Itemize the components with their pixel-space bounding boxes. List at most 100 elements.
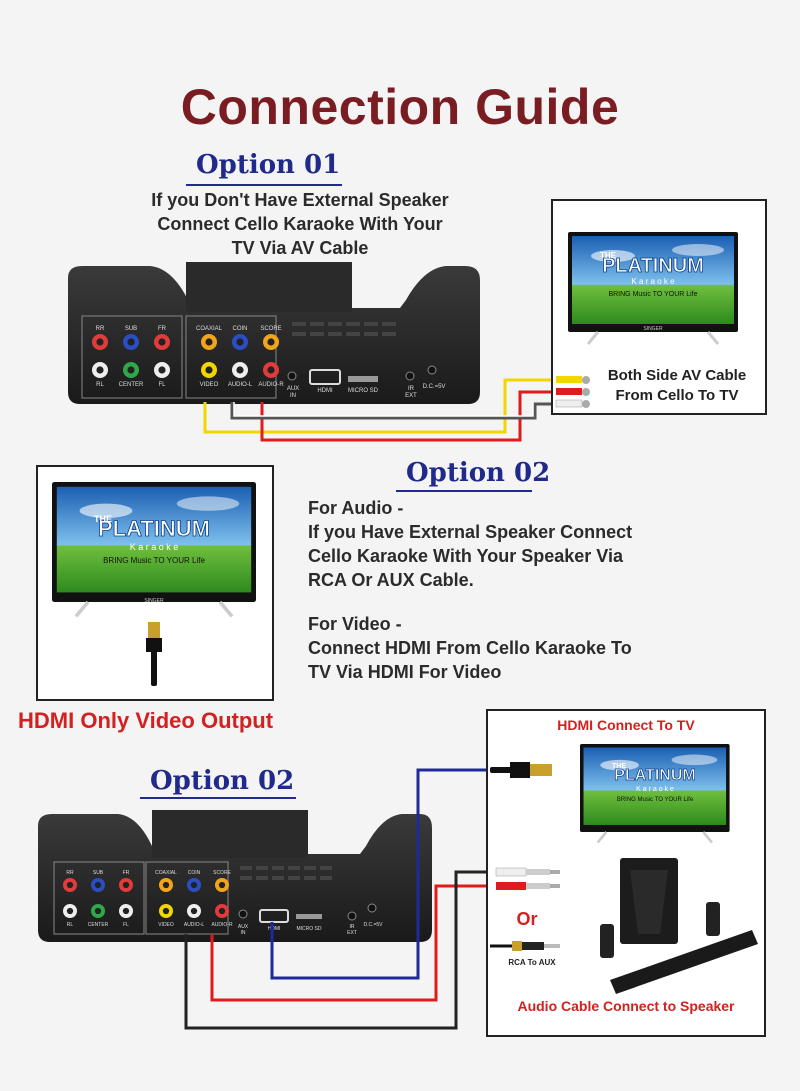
port-label: COIN xyxy=(188,870,201,876)
port-label: RR xyxy=(96,326,105,332)
aux-in-label-2: IN xyxy=(241,930,246,936)
rca-port-hole xyxy=(94,907,102,915)
hdmi-connect-label: HDMI Connect To TV xyxy=(557,717,695,733)
ir-label-2: IR xyxy=(350,924,355,930)
rca-port-hole xyxy=(96,338,104,346)
tv-sub-3: K a r a o k e xyxy=(636,786,674,793)
rca-port-hole xyxy=(162,907,170,915)
port-label: RL xyxy=(67,922,74,928)
audio-line-3: RCA Or AUX Cable. xyxy=(308,570,474,590)
aux-label: AUX xyxy=(287,386,299,392)
option-01-line-3: TV Via AV Cable xyxy=(231,238,369,258)
hdmi-plug-horizontal xyxy=(490,762,552,778)
rca-port-hole xyxy=(190,907,198,915)
speaker-system xyxy=(600,858,758,994)
tv-the-3: THE xyxy=(612,763,626,770)
rca-port-hole xyxy=(218,907,226,915)
page-title: Connection Guide xyxy=(180,79,620,135)
av-cables xyxy=(203,378,560,442)
option-02b-heading: Option 02 xyxy=(150,766,295,796)
option-01-description: If you Don't Have External Speaker Conne… xyxy=(70,188,530,260)
tv-maker-1: SINGER xyxy=(643,326,663,332)
port-label: VIDEO xyxy=(200,382,219,388)
audio-line-1: If you Have External Speaker Connect xyxy=(308,522,633,542)
port-label: RR xyxy=(66,870,74,876)
rca-port-hole xyxy=(205,366,213,374)
port-label: FL xyxy=(123,922,129,928)
video-line-2: TV Via HDMI For Video xyxy=(308,662,502,682)
port-label: SCORE xyxy=(213,870,231,876)
tv-brand-3: PLATINUM xyxy=(614,767,695,784)
rca-port-hole xyxy=(236,338,244,346)
option-02-description: For Audio - If you Have External Speaker… xyxy=(308,496,728,684)
aux-in-label: IN xyxy=(290,393,296,399)
option-02b-tv xyxy=(578,742,731,844)
port-label: VIDEO xyxy=(158,922,174,928)
video-title: For Video - xyxy=(308,614,402,634)
video-line-1: Connect HDMI From Cello Karaoke To xyxy=(308,638,632,658)
rca-port-hole xyxy=(127,338,135,346)
port-label: AUDIO-L xyxy=(228,382,253,388)
rca-port-hole xyxy=(158,366,166,374)
tv-the-1: THE xyxy=(600,251,617,260)
option-01-underline xyxy=(186,184,342,186)
rca-port-hole xyxy=(66,881,74,889)
rca-port-hole xyxy=(190,881,198,889)
audio-line-2: Cello Karaoke With Your Speaker Via xyxy=(308,546,623,566)
tv-tagline-1: BRING Music TO YOUR Life xyxy=(608,291,697,298)
tv-sub-2: K a r a o k e xyxy=(130,542,179,552)
port-label: AUDIO-L xyxy=(184,922,205,928)
port-label: AUDIO-R xyxy=(258,382,284,388)
rca-port-hole xyxy=(236,366,244,374)
cable-label-1: Both Side AV Cable xyxy=(608,367,746,384)
rca-port-hole xyxy=(162,881,170,889)
tv-tagline-2: BRING Music TO YOUR Life xyxy=(103,556,205,565)
tv-tagline-3: BRING Music TO YOUR Life xyxy=(617,797,694,803)
ir-ext-label: EXT xyxy=(405,393,417,399)
tv-brand-2: PLATINUM xyxy=(98,516,210,541)
rca-port-hole xyxy=(127,366,135,374)
cable-label-2: From Cello To TV xyxy=(615,387,738,404)
rca-port-hole xyxy=(158,338,166,346)
micro-sd-slot xyxy=(348,376,378,382)
micro-sd-label-2: MICRO SD xyxy=(297,926,322,932)
dc-label: D.C.=5V xyxy=(423,384,446,390)
tv-sub-1: K a r a o k e xyxy=(631,277,675,286)
ir-ext-label-2: EXT xyxy=(347,930,357,936)
option-02b-cables xyxy=(184,768,496,1030)
rca-port-hole xyxy=(218,881,226,889)
tv-maker-2: SINGER xyxy=(144,598,164,604)
aux-plug xyxy=(490,941,560,951)
port-label: SUB xyxy=(93,870,104,876)
hdmi-port xyxy=(309,369,341,385)
option-02b-underline xyxy=(140,797,296,799)
hdmi-label: HDMI xyxy=(317,388,333,394)
port-label: COAXIAL xyxy=(196,326,223,332)
port-label: COIN xyxy=(233,326,248,332)
option-01-line-1: If you Don't Have External Speaker xyxy=(151,190,449,210)
option-01-heading: Option 01 xyxy=(196,150,341,180)
port-label: CENTER xyxy=(119,382,144,388)
audio-title: For Audio - xyxy=(308,498,404,518)
hdmi-label-2: HDMI xyxy=(268,926,281,932)
rca-plugs-1 xyxy=(555,376,590,408)
aux-label-2: AUX xyxy=(238,924,249,930)
rca-to-aux-label: RCA To AUX xyxy=(508,958,556,967)
port-label: SCORE xyxy=(260,326,281,332)
micro-sd-label: MICRO SD xyxy=(348,388,379,394)
rca-port-hole xyxy=(205,338,213,346)
port-label: CENTER xyxy=(88,922,109,928)
rca-port-hole xyxy=(122,907,130,915)
hdmi-port-2 xyxy=(259,909,289,923)
port-label: FR xyxy=(123,870,130,876)
option-01-line-2: Connect Cello Karaoke With Your xyxy=(157,214,443,234)
port-label: RL xyxy=(96,382,104,388)
rca-plugs-2 xyxy=(495,867,560,890)
hdmi-plug-vertical xyxy=(146,622,162,686)
port-label: SUB xyxy=(125,326,137,332)
rca-port-hole xyxy=(66,907,74,915)
ir-label: IR xyxy=(408,386,415,392)
option-02-underline xyxy=(396,490,532,492)
